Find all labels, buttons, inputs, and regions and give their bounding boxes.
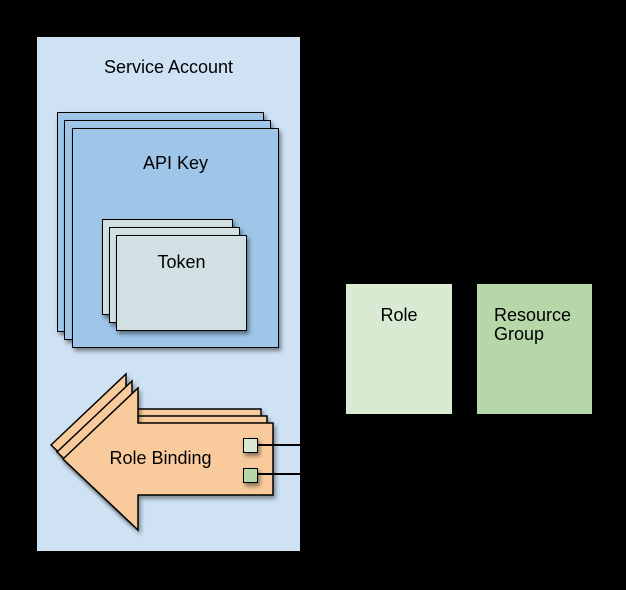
role-connector-line <box>258 444 302 446</box>
token-label: Token <box>157 252 206 272</box>
role-binding-label: Role Binding <box>109 448 212 468</box>
role-binding-arrow-front <box>61 386 274 532</box>
resource-group-port <box>243 468 258 483</box>
resource-group-box <box>476 283 593 415</box>
service-account-label: Service Account <box>103 57 234 77</box>
api-key-label: API Key <box>142 153 209 173</box>
resource-group-label: Resource Group <box>494 305 572 344</box>
token-box <box>116 235 247 331</box>
role-label: Role <box>380 305 418 325</box>
role-port <box>243 438 258 453</box>
resource-group-connector-line <box>258 473 302 475</box>
role-box <box>345 283 453 415</box>
